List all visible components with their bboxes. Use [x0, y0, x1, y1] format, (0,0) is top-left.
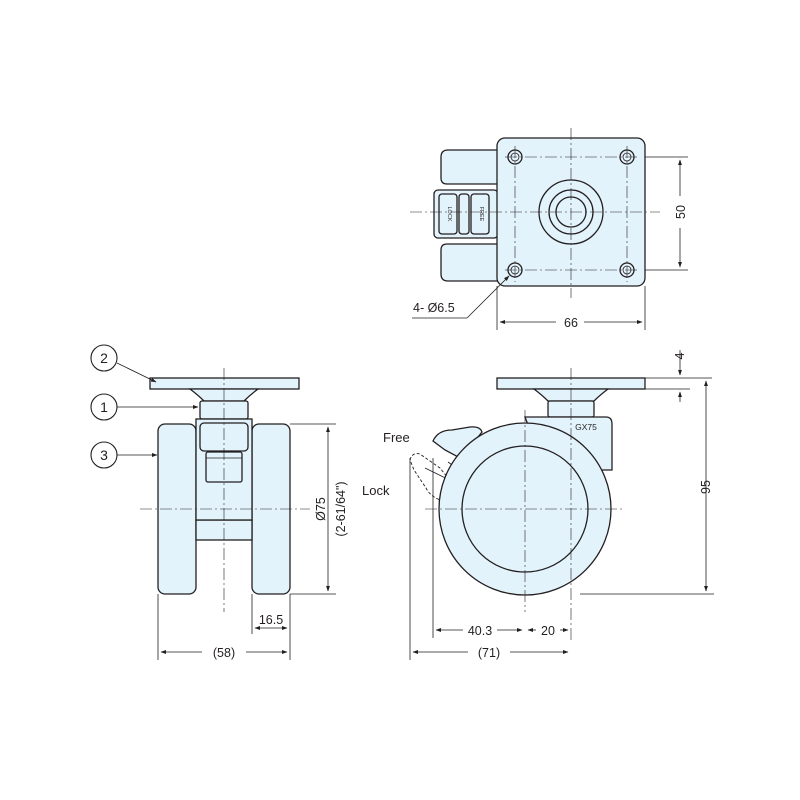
dim-offset-left: 40.3 — [468, 624, 492, 638]
label-lock: Lock — [362, 483, 390, 498]
pedal-lock-label: LOCK — [446, 207, 452, 222]
callout-3: 3 — [90, 441, 158, 469]
label-free: Free — [383, 430, 410, 445]
svg-text:1: 1 — [100, 399, 108, 415]
pedal-lock-slot — [438, 193, 458, 235]
dim-hole-pitch: 50 — [674, 205, 688, 219]
dim-overall-width: (58) — [213, 646, 235, 660]
dim-plate-thickness: 4 — [673, 352, 687, 359]
top-view: LOCK FREE 50 — [410, 128, 688, 330]
model-label: GX75 — [575, 422, 597, 432]
svg-text:3: 3 — [100, 447, 108, 463]
pedal-center-slot — [458, 193, 470, 235]
dim-wheel-diameter: Ø75 — [314, 497, 328, 521]
dim-overall-length: (71) — [478, 646, 500, 660]
brake-pedal-bottom — [440, 243, 499, 282]
dim-offset-right: 20 — [541, 624, 555, 638]
front-top-plate — [149, 377, 300, 390]
side-brake-pedal — [432, 426, 483, 459]
svg-text:2: 2 — [100, 350, 108, 366]
dim-wheel-diameter-inch: (2-61/64") — [334, 481, 348, 536]
dim-plate-width: 66 — [564, 316, 578, 330]
brake-pedal-top — [440, 149, 499, 185]
callout-1: 1 — [90, 393, 199, 421]
dim-wheel-width: 16.5 — [259, 613, 283, 627]
side-view: GX75 Free Lock 4 95 40.3 20 — [362, 350, 714, 660]
pedal-free-label: FREE — [478, 207, 484, 222]
pedal-free-slot — [470, 193, 490, 235]
hole-callout: 4- Ø6.5 — [413, 301, 455, 315]
front-view: 2 1 3 Ø75 (2-61/64") 16.5 (58) — [90, 344, 348, 660]
callout-2: 2 — [90, 344, 157, 383]
dim-height: 95 — [699, 480, 713, 494]
